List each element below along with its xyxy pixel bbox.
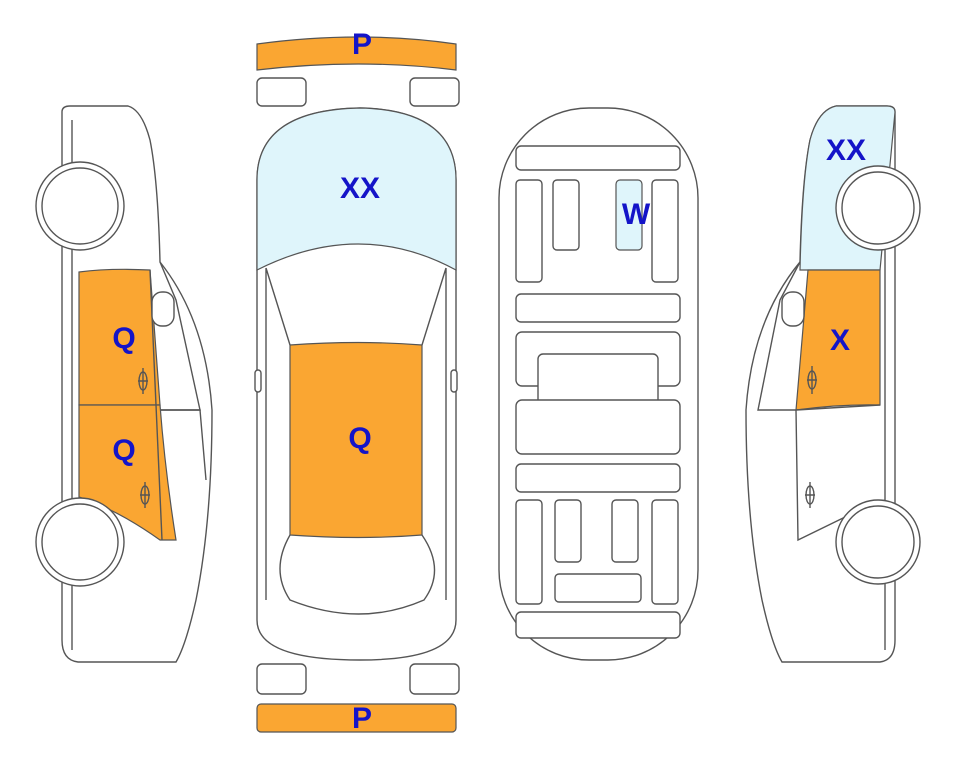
right-window-line [757, 261, 801, 411]
front-right-headlight [409, 77, 460, 107]
floor-section [651, 179, 679, 283]
front-bumper-label: P [352, 28, 372, 61]
windshield-label: XX [340, 172, 380, 205]
floor-section [515, 145, 681, 171]
floor-section [515, 611, 681, 639]
right-mirror [781, 291, 805, 327]
right-rear-handle-ring-icon [805, 485, 815, 505]
rear-bumper-panel [256, 703, 457, 733]
floor-section [515, 293, 681, 323]
right-windshield-label: XX [826, 134, 866, 167]
floor-section [554, 499, 582, 563]
top-a-pillar-right [421, 267, 447, 600]
floor-section [515, 399, 681, 455]
top-rear-glass [279, 534, 436, 615]
left-rear-wheel [35, 497, 125, 587]
left-rear-handle-ring-icon [140, 485, 150, 505]
floor-section [651, 499, 679, 605]
left-front-door-label: Q [112, 322, 135, 355]
left-mirror [151, 291, 175, 327]
right-rear-wheel [835, 499, 921, 585]
floor-section [554, 573, 642, 603]
windshield-panel [256, 107, 457, 272]
floor-section [611, 499, 639, 563]
floor-section [552, 179, 580, 251]
left-front-wheel-inner [41, 167, 119, 245]
right-front-wheel [835, 165, 921, 251]
left-front-door-panel [78, 268, 161, 406]
left-side-view: Q Q [35, 105, 213, 663]
right-rear-wheel-inner [841, 505, 915, 579]
top-view: P XX Q P [254, 28, 460, 735]
right-front-handle-ring-icon [807, 370, 817, 390]
right-front-wheel-inner [841, 171, 915, 245]
floor-view: W [498, 107, 699, 661]
floor-section [515, 463, 681, 493]
left-front-wheel [35, 161, 125, 251]
right-side-view: XX X [745, 105, 921, 663]
front-left-headlight [256, 77, 307, 107]
rear-left-taillight [256, 663, 307, 695]
floor-panel-label: W [622, 198, 651, 231]
right-front-door-label: X [830, 324, 850, 357]
front-bumper-panel [256, 36, 457, 71]
roof-label: Q [348, 422, 371, 455]
rear-right-taillight [409, 663, 460, 695]
floor-panel [615, 179, 643, 251]
top-right-mirror [450, 369, 458, 393]
left-rear-wheel-inner [41, 503, 119, 581]
rear-bumper-label: P [352, 702, 372, 735]
left-front-handle-ring-icon [138, 371, 148, 391]
top-left-mirror [254, 369, 262, 393]
floor-section [515, 499, 543, 605]
top-a-pillar-left [265, 267, 291, 600]
left-rear-door-label: Q [112, 434, 135, 467]
floor-section [515, 179, 543, 283]
left-lower-line [160, 409, 207, 481]
